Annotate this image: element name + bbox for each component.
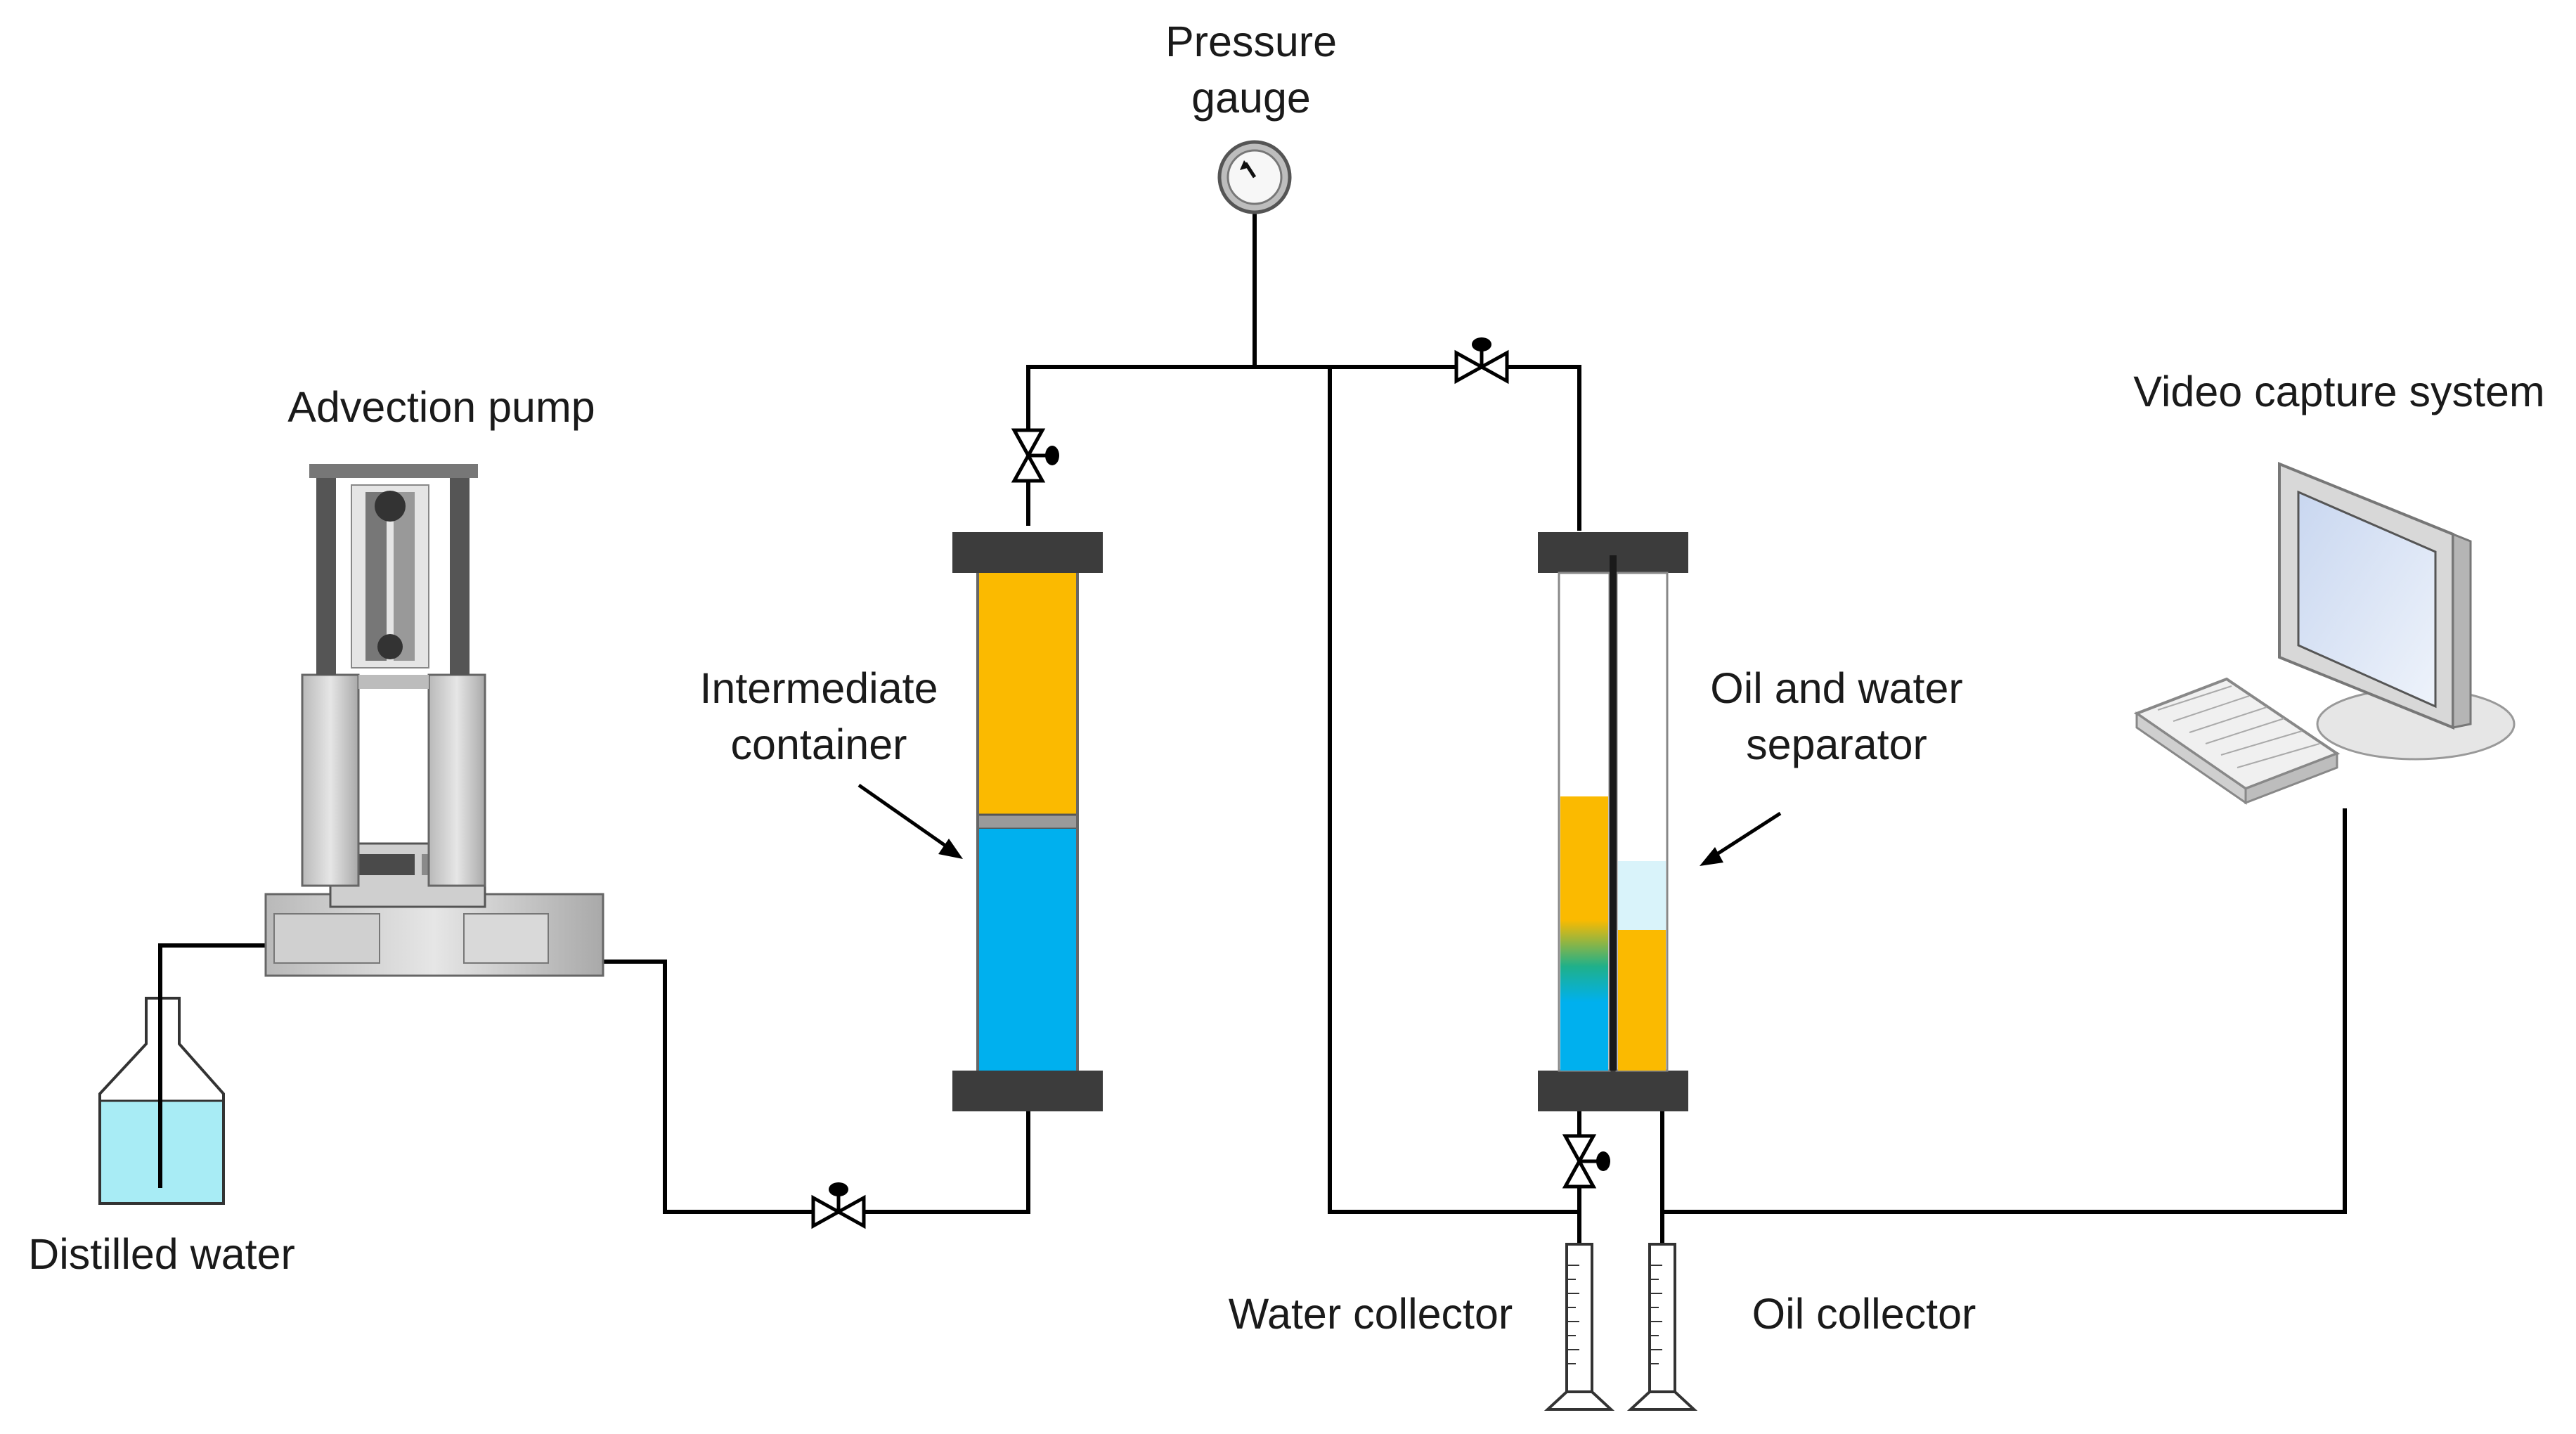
valve-icon[interactable]: [1011, 428, 1059, 483]
video-line: [1662, 808, 2347, 1214]
valve-icon[interactable]: [1562, 1134, 1610, 1189]
water-phase: [978, 829, 1077, 1071]
water-collector-label: Water collector: [1229, 1290, 1513, 1338]
container-top-cap: [952, 532, 1103, 573]
advection-pump-icon: [264, 464, 604, 977]
pump-outlet-pipe: [603, 960, 1030, 1214]
oil-phase: [978, 573, 1077, 815]
separator-label-line1: Oil and water: [1710, 664, 1962, 712]
intermediate-container-label-line2: container: [731, 721, 907, 768]
graduated-cylinder-icon: [1543, 1243, 1615, 1411]
distilled-water-label: Distilled water: [28, 1230, 295, 1278]
separator-light-column: [1618, 861, 1666, 930]
keyboard-icon: [2133, 677, 2341, 805]
valve-icon[interactable]: [811, 1182, 866, 1229]
separator-oil-column: [1618, 930, 1666, 1071]
advection-pump-label: Advection pump: [287, 383, 595, 431]
valve-icon[interactable]: [1454, 337, 1509, 385]
separator-mixed-column: [1560, 796, 1608, 1071]
bottle-icon: [98, 945, 225, 1205]
separator-arrow: [1700, 811, 1782, 866]
oil-collector-label: Oil collector: [1752, 1290, 1976, 1338]
pressure-gauge-label-line2: gauge: [1191, 74, 1311, 122]
top-manifold-pipe: [1026, 365, 1581, 531]
pressure-gauge-icon: [1217, 140, 1292, 214]
computer-monitor-icon: [2278, 462, 2516, 761]
tubing: [158, 211, 2347, 1244]
container-bottom-cap: [952, 1071, 1103, 1111]
intermediate-container-arrow: [857, 783, 963, 859]
intermediate-container-label-line1: Intermediate: [699, 664, 938, 712]
bypass-pipe: [1328, 367, 1578, 1214]
oil-water-separator: [1538, 532, 1688, 1111]
pressure-gauge-label-line1: Pressure: [1165, 18, 1337, 65]
graduated-cylinder-icon: [1626, 1243, 1698, 1411]
piston: [976, 813, 1079, 830]
separator-label-line2: separator: [1746, 721, 1927, 768]
video-capture-system-label: Video capture system: [2133, 368, 2544, 415]
separator-bottom-cap: [1538, 1071, 1688, 1111]
intermediate-container: [952, 532, 1103, 1111]
